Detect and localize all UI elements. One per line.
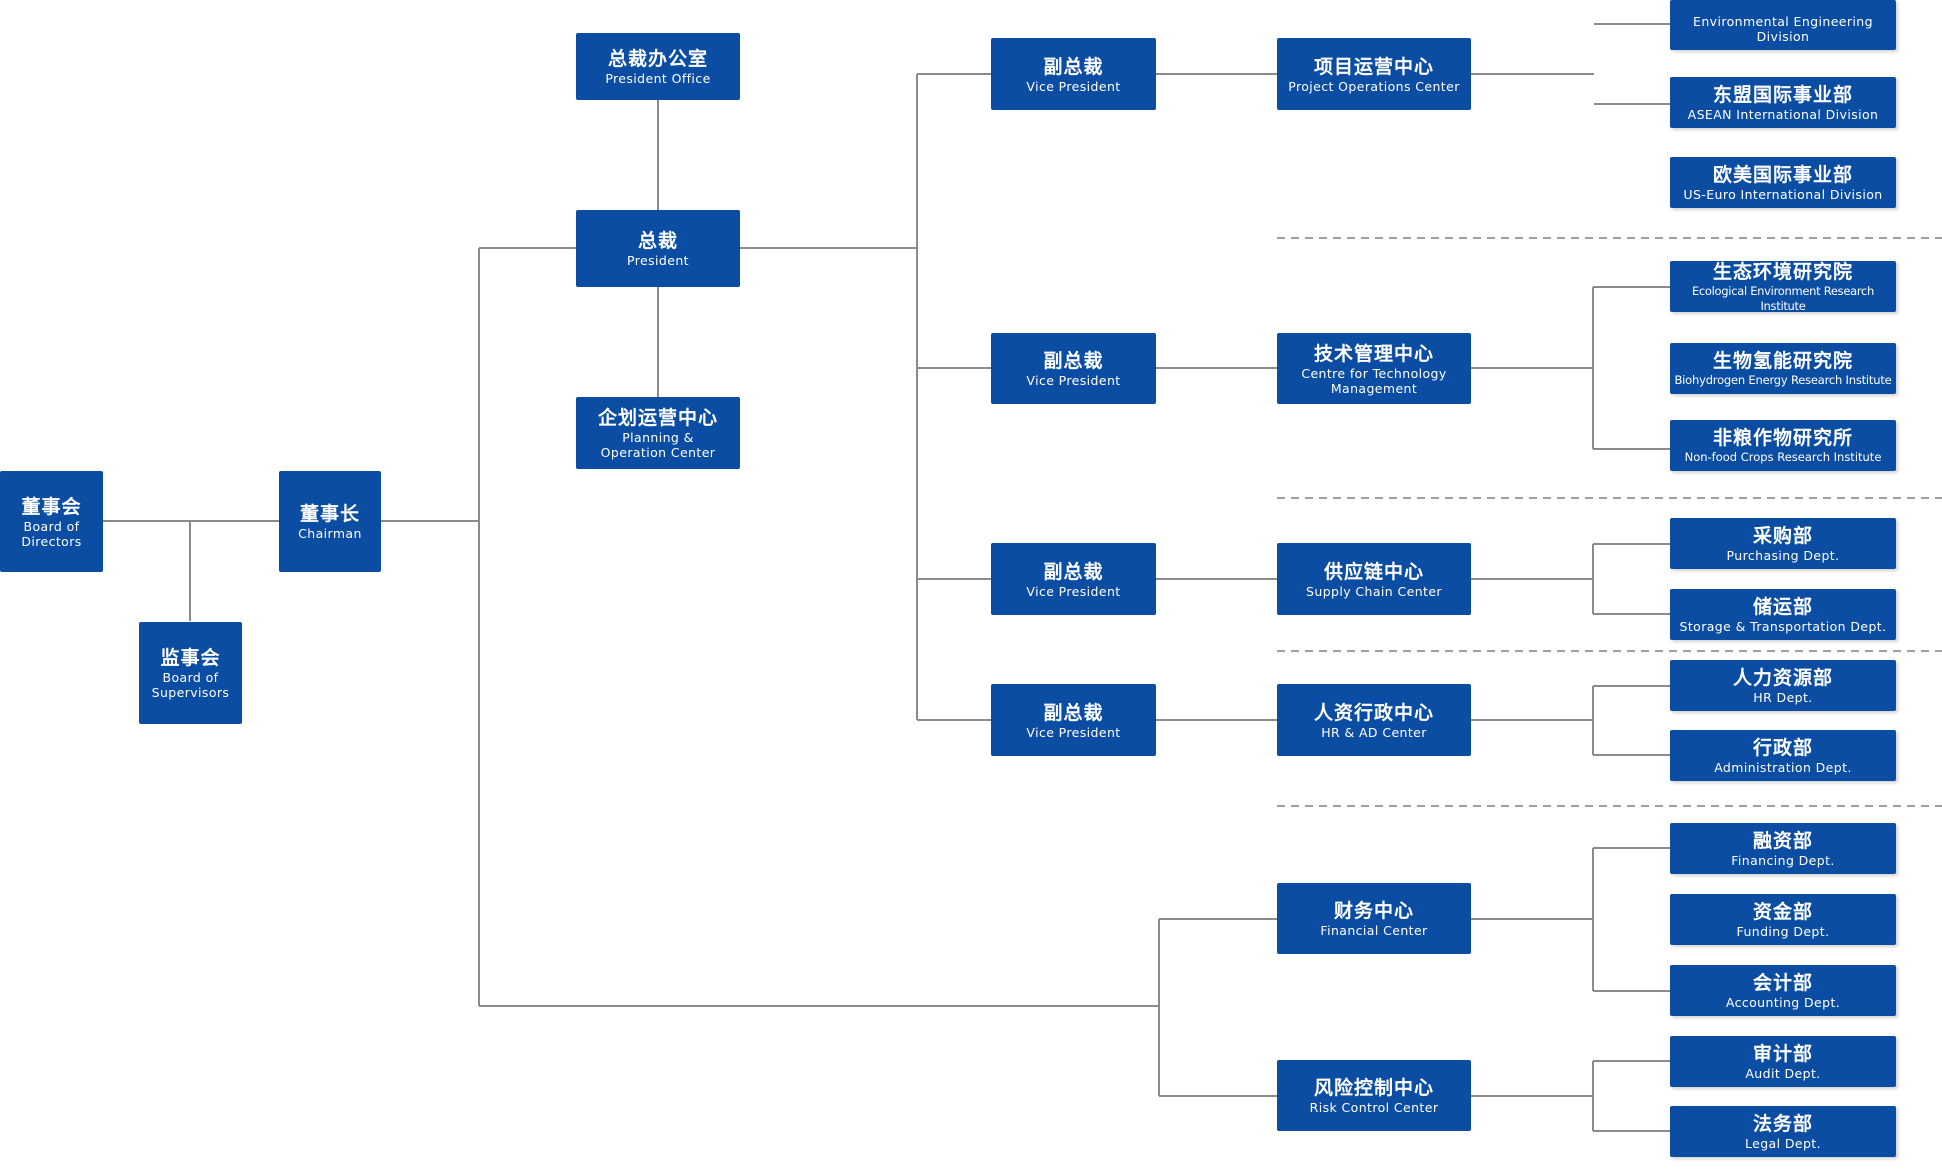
supply-chain-center-box: 供应链中心 Supply Chain Center [1277,543,1471,615]
node-title: 资金部 [1752,901,1813,923]
legal-dept-box: 法务部 Legal Dept. [1670,1106,1896,1157]
node-subtitle: Accounting Dept. [1725,995,1841,1010]
node-title: 供应链中心 [1323,560,1424,583]
node-subtitle: Board of Supervisors [151,670,230,700]
accounting-dept-box: 会计部 Accounting Dept. [1670,965,1896,1016]
purchasing-dept-box: 采购部 Purchasing Dept. [1670,518,1896,569]
vice-president-box: 副总裁 Vice President [991,684,1156,756]
audit-dept-box: 审计部 Audit Dept. [1670,1036,1896,1087]
node-title: 会计部 [1752,972,1813,994]
vice-president-box: 副总裁 Vice President [991,543,1156,615]
node-title: 东盟国际事业部 [1712,84,1853,106]
node-subtitle: Vice President [1026,373,1121,388]
node-title: 风险控制中心 [1313,1077,1434,1099]
asean-international-division-box: 东盟国际事业部 ASEAN International Division [1670,77,1896,128]
node-title: 欧美国际事业部 [1712,164,1853,186]
node-title: 生物氢能研究院 [1712,350,1853,372]
vice-president-box: 副总裁 Vice President [991,38,1156,110]
board-of-supervisors-box: 监事会 Board of Supervisors [139,622,242,724]
biohydrogen-energy-research-institute-box: 生物氢能研究院 Biohydrogen Energy Research Inst… [1670,343,1896,394]
node-subtitle: US-Euro International Division [1683,187,1883,202]
node-title: 副总裁 [1043,350,1104,372]
node-subtitle: Administration Dept. [1714,760,1852,775]
node-subtitle: Vice President [1026,724,1121,740]
financing-dept-box: 融资部 Financing Dept. [1670,823,1896,874]
node-title: 审计部 [1752,1043,1813,1065]
planning-operation-center-box: 企划运营中心 Planning & Operation Center [576,397,740,469]
node-title: 监事会 [160,647,221,669]
president-box: 总裁 President [576,210,740,287]
node-title: 采购部 [1752,525,1813,547]
node-title: 人力资源部 [1732,667,1833,689]
us-euro-international-division-box: 欧美国际事业部 US-Euro International Division [1670,157,1896,208]
node-subtitle: Non-food Crops Research Institute [1684,450,1882,464]
node-subtitle: HR & AD Center [1321,724,1427,740]
node-subtitle: Environmental Engineering Division [1693,14,1873,44]
node-title: 项目运营中心 [1313,55,1434,78]
environmental-engineering-division-box: Environmental Engineering Division [1670,0,1896,50]
node-title: 非粮作物研究所 [1712,427,1853,449]
node-title: 储运部 [1752,596,1813,618]
node-title: 生态环境研究院 [1712,260,1853,283]
node-title: 副总裁 [1043,55,1104,78]
node-title: 副总裁 [1043,701,1104,724]
node-subtitle: Board of Directors [21,518,82,549]
risk-control-center-box: 风险控制中心 Risk Control Center [1277,1060,1471,1131]
node-subtitle: Legal Dept. [1744,1136,1821,1151]
hr-dept-box: 人力资源部 HR Dept. [1670,660,1896,711]
node-subtitle: Storage & Transportation Dept. [1679,619,1887,634]
node-subtitle: Vice President [1026,78,1121,94]
node-subtitle: ASEAN International Division [1687,107,1879,122]
node-subtitle: President Office [605,71,711,86]
node-subtitle: Risk Control Center [1309,1100,1439,1115]
node-subtitle: Financial Center [1320,923,1428,938]
node-subtitle: Project Operations Center [1288,78,1460,94]
node-title: 人资行政中心 [1313,701,1434,724]
node-subtitle: President [627,253,689,268]
node-title: 财务中心 [1333,900,1414,922]
node-subtitle: Ecological Environment Research Institut… [1691,283,1875,313]
node-title: 融资部 [1752,830,1813,852]
node-subtitle: Funding Dept. [1736,924,1830,939]
node-title: 总裁办公室 [607,48,708,70]
vice-president-box: 副总裁 Vice President [991,333,1156,404]
node-subtitle: Chairman [298,526,362,541]
node-subtitle: Centre for Technology Management [1301,365,1447,396]
technology-management-center-box: 技术管理中心 Centre for Technology Management [1277,333,1471,404]
chairman-box: 董事长 Chairman [279,471,381,572]
node-title: 总裁 [637,230,678,252]
node-title: 企划运营中心 [597,407,718,429]
node-title: 技术管理中心 [1313,342,1434,365]
node-subtitle: HR Dept. [1753,690,1813,705]
node-subtitle: Supply Chain Center [1306,583,1442,599]
node-title: 副总裁 [1043,560,1104,583]
node-title: 行政部 [1752,737,1813,759]
president-office-box: 总裁办公室 President Office [576,33,740,100]
node-title: 董事会 [21,495,82,518]
node-title: 董事长 [299,503,360,525]
node-subtitle: Audit Dept. [1745,1066,1821,1081]
node-subtitle: Planning & Operation Center [600,430,716,460]
node-subtitle: Financing Dept. [1731,853,1835,868]
node-subtitle: Purchasing Dept. [1726,548,1840,563]
non-food-crops-research-institute-box: 非粮作物研究所 Non-food Crops Research Institut… [1670,420,1896,471]
project-operations-center-box: 项目运营中心 Project Operations Center [1277,38,1471,110]
node-subtitle: Vice President [1026,583,1121,599]
funding-dept-box: 资金部 Funding Dept. [1670,894,1896,945]
ecological-environment-research-institute-box: 生态环境研究院 Ecological Environment Research … [1670,260,1896,313]
node-title: 法务部 [1752,1113,1813,1135]
financial-center-box: 财务中心 Financial Center [1277,883,1471,954]
hr-ad-center-box: 人资行政中心 HR & AD Center [1277,684,1471,756]
storage-transportation-dept-box: 储运部 Storage & Transportation Dept. [1670,589,1896,640]
board-of-directors-box: 董事会 Board of Directors [0,471,103,572]
node-subtitle: Biohydrogen Energy Research Institute [1674,373,1892,387]
administration-dept-box: 行政部 Administration Dept. [1670,730,1896,781]
